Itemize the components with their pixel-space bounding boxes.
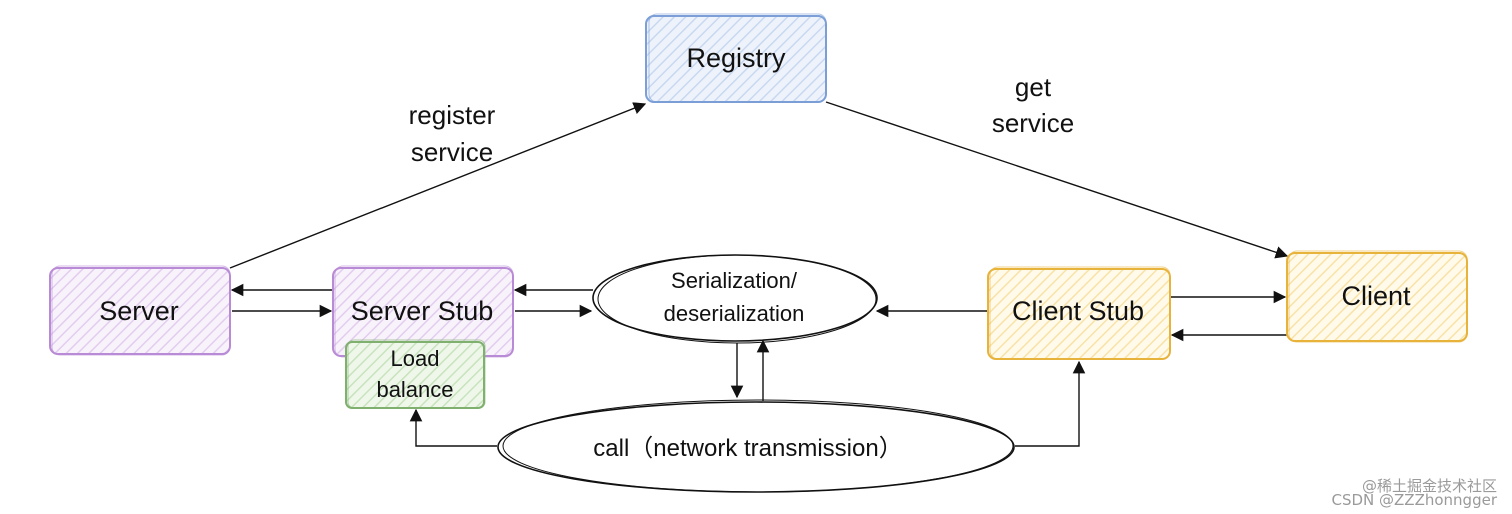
server-label: Server (99, 296, 179, 326)
edges (229, 101, 1289, 447)
load-balance-node: Load balance (345, 339, 486, 409)
watermark: @稀土掘金技术社区 CSDN @ZZZhonngger (1332, 477, 1498, 509)
registry-node: Registry (645, 13, 827, 103)
load-balance-line1: Load (391, 346, 440, 371)
get-service-label: get service (992, 72, 1074, 138)
edge-registry-to-client (825, 101, 1289, 259)
register-service-label: register service (409, 100, 496, 167)
client-stub-node: Client Stub (987, 266, 1171, 360)
register-service-line2: service (411, 137, 493, 167)
edge-server-to-registry (229, 102, 647, 269)
watermark-line1: @稀土掘金技术社区 (1362, 477, 1497, 495)
client-node: Client (1286, 250, 1468, 343)
network-call-label: call（network transmission） (593, 435, 902, 462)
get-service-line2: service (992, 108, 1074, 138)
serialization-line1: Serialization/ (671, 268, 798, 293)
watermark-line2: CSDN @ZZZhonngger (1332, 491, 1498, 509)
edge-call-to-loadbalance (409, 408, 497, 447)
server-stub-label: Server Stub (351, 296, 494, 326)
network-call-node: call（network transmission） (497, 399, 1015, 493)
server-node: Server (49, 265, 231, 356)
edge-call-to-clientstub (1015, 360, 1086, 447)
get-service-line1: get (1015, 72, 1052, 102)
client-label: Client (1341, 281, 1411, 311)
registry-label: Registry (686, 43, 786, 73)
serialization-line2: deserialization (664, 301, 805, 326)
client-stub-label: Client Stub (1012, 296, 1144, 326)
register-service-line1: register (409, 100, 496, 130)
serialization-node: Serialization/ deserialization (592, 254, 878, 344)
load-balance-line2: balance (376, 377, 453, 402)
